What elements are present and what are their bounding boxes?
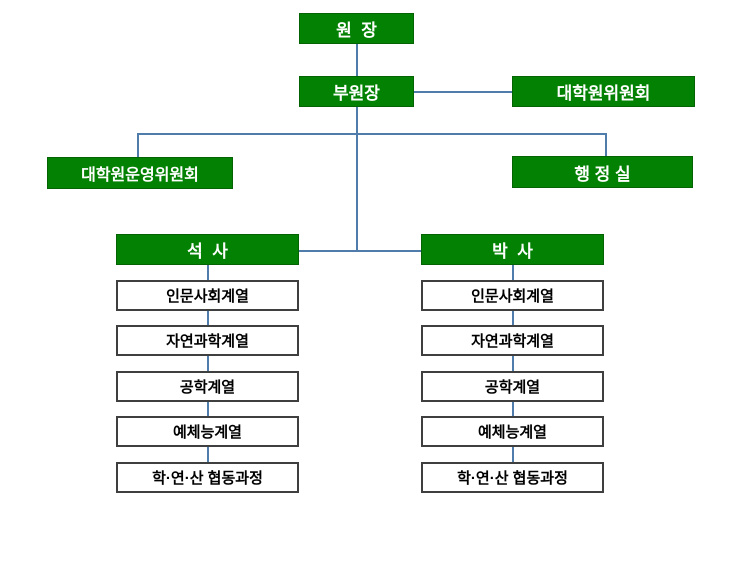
node-doctoral-cooperative-program: 학·연·산 협동과정 — [421, 462, 604, 493]
connector-masters-dept-1 — [207, 311, 209, 325]
connector-masters-dept-4 — [207, 447, 209, 462]
node-doctoral-track: 박 사 — [421, 234, 604, 265]
connector-branch-horizontal — [137, 133, 606, 135]
node-graduate-committee: 대학원위원회 — [512, 76, 695, 107]
node-masters-arts-sports: 예체능계열 — [116, 416, 299, 447]
node-masters-cooperative-program: 학·연·산 협동과정 — [116, 462, 299, 493]
node-operating-committee: 대학원운영위원회 — [47, 157, 233, 189]
node-masters-track: 석 사 — [116, 234, 299, 265]
connector-doctoral-dept-0 — [512, 265, 514, 280]
connector-masters-dept-0 — [207, 265, 209, 280]
node-doctoral-arts-sports: 예체능계열 — [421, 416, 604, 447]
connector-masters-dept-2 — [207, 356, 209, 371]
connector-vice-trunk — [356, 107, 358, 251]
node-doctoral-engineering: 공학계열 — [421, 371, 604, 402]
connector-doctoral-dept-2 — [512, 356, 514, 371]
connector-doctoral-dept-4 — [512, 447, 514, 462]
node-masters-humanities: 인문사회계열 — [116, 280, 299, 311]
node-doctoral-humanities: 인문사회계열 — [421, 280, 604, 311]
node-vice-director: 부원장 — [299, 76, 414, 107]
node-doctoral-natural-sciences: 자연과학계열 — [421, 325, 604, 356]
node-admin-office: 행 정 실 — [512, 156, 693, 188]
connector-masters-doctoral — [299, 250, 421, 252]
connector-masters-dept-3 — [207, 402, 209, 416]
node-masters-natural-sciences: 자연과학계열 — [116, 325, 299, 356]
node-director: 원 장 — [299, 13, 414, 44]
connector-vice-graduate-committee — [414, 91, 512, 93]
connector-doctoral-dept-3 — [512, 402, 514, 416]
connector-branch-to-admin-office — [605, 133, 607, 156]
node-masters-engineering: 공학계열 — [116, 371, 299, 402]
connector-branch-to-operating-committee — [137, 133, 139, 157]
connector-doctoral-dept-1 — [512, 311, 514, 325]
connector-director-vice — [356, 44, 358, 76]
